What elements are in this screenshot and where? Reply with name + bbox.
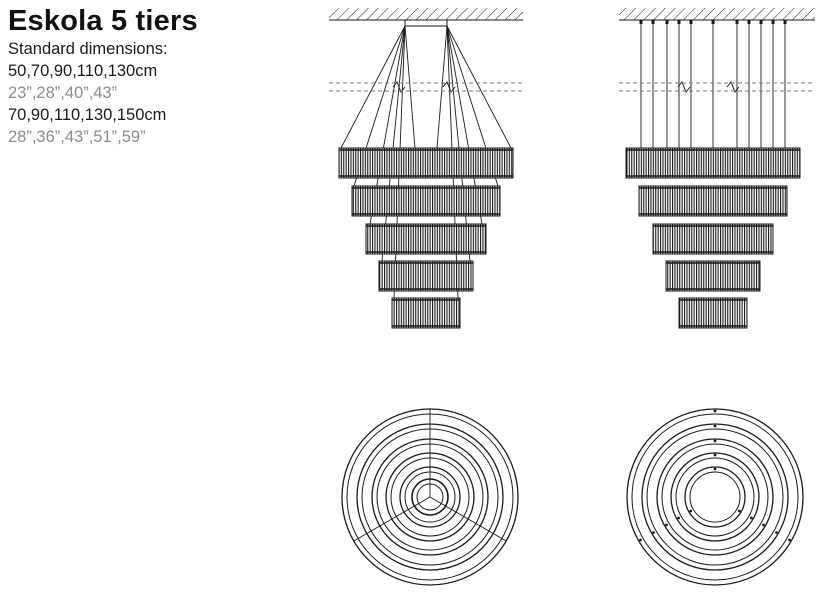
tier-4 (378, 260, 474, 292)
spec-panel: Eskola 5 tiers Standard dimensions: 50,7… (8, 4, 308, 148)
fixing-point (749, 516, 753, 520)
tier-shade (391, 297, 461, 329)
tier-shade (678, 297, 748, 329)
ring-inner-5 (689, 471, 741, 523)
metric-dimensions-2: 70,90,110,130,150cm (8, 106, 167, 124)
ceiling-hatch (329, 8, 523, 21)
tier-shade (351, 185, 501, 217)
length-break-marker (329, 82, 523, 92)
ceiling-fixing (651, 20, 655, 24)
imperial-dimensions-1: 23”,28”,40”,43” (8, 84, 118, 102)
tier-1 (338, 147, 514, 179)
cable (436, 25, 448, 149)
ring-outer-5 (684, 466, 746, 528)
tier-2 (638, 185, 788, 217)
tier-3 (365, 223, 487, 255)
tier-shade (365, 223, 487, 255)
tier-shade (378, 260, 474, 292)
fixing-point (713, 439, 717, 443)
fixing-point (713, 453, 717, 457)
fixing-point (713, 467, 717, 471)
length-break-marker (619, 82, 815, 92)
ceiling-fixing (665, 20, 669, 24)
suspension-cables (639, 20, 787, 148)
fixing-point (652, 531, 655, 534)
tier-1 (625, 147, 801, 179)
tier-shade (338, 147, 514, 179)
lampshade-tiers (625, 147, 801, 329)
support-arm (353, 496, 431, 542)
ceiling-fixing (759, 20, 763, 24)
break-symbol (392, 81, 406, 93)
break-symbol (442, 81, 456, 93)
ring-inner-2 (646, 428, 784, 566)
cable (381, 25, 406, 262)
side-view-converging-cables (329, 8, 523, 329)
cable (446, 25, 471, 262)
support-arm (429, 496, 507, 542)
break-symbol (726, 81, 740, 93)
ceiling-fixing (747, 20, 751, 24)
fixing-point (788, 538, 791, 542)
ceiling-fixing (735, 20, 739, 24)
ceiling-fixing (711, 20, 715, 24)
tier-5 (391, 297, 461, 329)
ring-inner-4 (675, 457, 755, 537)
break-symbol (677, 81, 691, 93)
fixing-point (775, 531, 778, 534)
center-hub (411, 478, 449, 516)
tier-5 (678, 297, 748, 329)
tier-3 (652, 223, 774, 255)
ring-outer-3 (656, 438, 774, 556)
cable (340, 25, 406, 149)
tier-shade (625, 147, 801, 179)
imperial-dimensions-2: 28”,36”,43”,51”,59” (8, 128, 146, 146)
product-title: Eskola 5 tiers (8, 5, 198, 37)
ceiling-fixing (771, 20, 775, 24)
ring-outer-4 (670, 452, 760, 542)
cable (404, 25, 416, 149)
fixing-point (639, 538, 642, 542)
lampshade-tiers (338, 147, 514, 329)
ceiling-fixing (783, 20, 787, 24)
ceiling-fixing (639, 20, 643, 24)
tier-4 (665, 260, 761, 292)
fixing-point (762, 523, 765, 527)
top-view-with-supports (341, 408, 519, 586)
fixing-point (737, 509, 741, 513)
fixing-point (689, 509, 693, 513)
fixing-point (665, 523, 668, 527)
tier-shade (638, 185, 788, 217)
fixing-point (713, 424, 717, 428)
ring-inner-1 (631, 413, 799, 581)
fixing-point (713, 409, 717, 413)
center-hub-inner (416, 483, 444, 511)
cable (446, 25, 512, 149)
ceiling-fixing (677, 20, 681, 24)
dimensions-heading: Standard dimensions: (8, 40, 168, 58)
tier-2 (351, 185, 501, 217)
top-view-with-fixings (626, 408, 804, 586)
ceiling-canopy (404, 19, 448, 27)
fixing-point (677, 516, 681, 520)
side-view-vertical-cables (619, 8, 815, 329)
ring-outer-2 (641, 423, 789, 571)
ceiling-fixing (689, 20, 693, 24)
tier-shade (665, 260, 761, 292)
ring-outer-1 (626, 408, 804, 586)
metric-dimensions-1: 50,70,90,110,130cm (8, 62, 158, 80)
tier-shade (652, 223, 774, 255)
ring-inner-3 (661, 443, 769, 551)
ceiling-hatch (619, 8, 815, 21)
